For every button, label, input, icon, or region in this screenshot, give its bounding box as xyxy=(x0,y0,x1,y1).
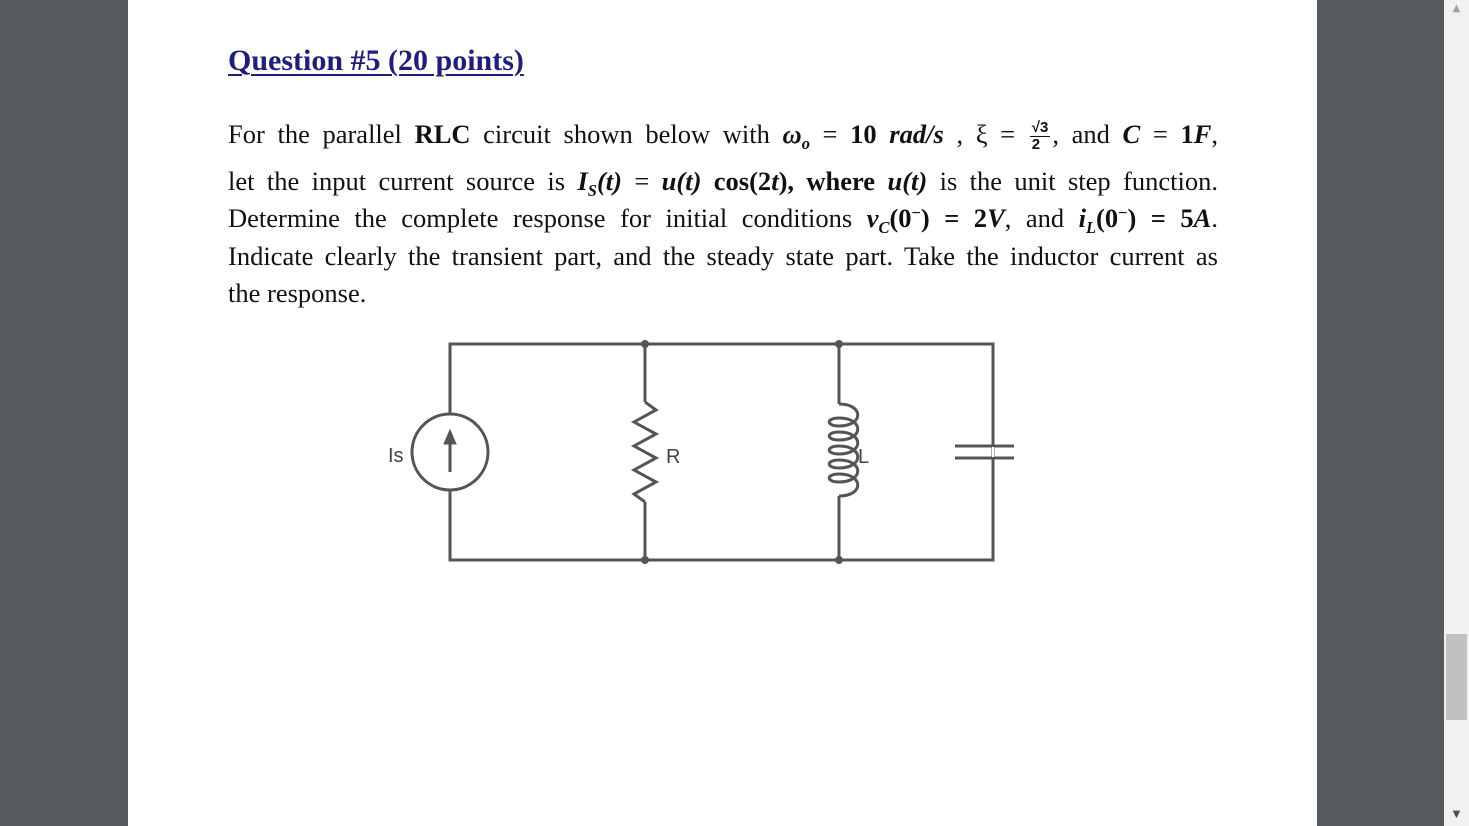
question-heading: Question #5 (20 points) xyxy=(228,44,524,77)
math-i: I xyxy=(577,166,588,196)
text-run: , ξ = xyxy=(943,119,1028,149)
document-page: Question #5 (20 points) For the parallel… xyxy=(128,0,1317,826)
text-run: = xyxy=(621,166,662,196)
problem-line-2: let the input current source is IS(t) = … xyxy=(228,165,1218,200)
math-cos: cos(2 xyxy=(701,166,772,196)
scroll-down-icon[interactable]: ▼ xyxy=(1452,809,1461,820)
inductor-label: L xyxy=(858,446,869,468)
problem-line-5: the response. xyxy=(228,278,367,308)
text-run: , and xyxy=(1052,119,1123,149)
junction-dot xyxy=(835,340,843,348)
math-c: C xyxy=(1122,119,1141,149)
math-value: 10 xyxy=(850,119,890,149)
text-run: , and xyxy=(1004,203,1079,233)
text-run: Determine the complete response for init… xyxy=(228,203,867,233)
math-v-sub: C xyxy=(878,217,890,237)
scroll-up-icon[interactable]: ▲ xyxy=(1452,3,1461,14)
math-t: t xyxy=(771,166,779,196)
math-unit: A xyxy=(1193,203,1212,233)
math-run: u(t) xyxy=(887,166,928,196)
junction-dot xyxy=(641,556,649,564)
resistor-label: R xyxy=(666,446,680,468)
problem-line-3: Determine the complete response for init… xyxy=(228,202,1218,237)
source-arrow-head-icon xyxy=(443,428,457,445)
math-omega-sub: o xyxy=(801,133,810,153)
text-run: circuit shown below with xyxy=(470,119,783,149)
math-run: (t) xyxy=(596,166,622,196)
text-run: = xyxy=(809,119,851,149)
math-unit: F xyxy=(1193,119,1212,149)
math-run: (0 xyxy=(889,203,912,233)
text-run: let the input current source is xyxy=(228,166,578,196)
rlc-circuit-diagram: Is R L C xyxy=(388,340,1014,564)
math-unit: V xyxy=(987,203,1005,233)
fraction-numerator: √3 xyxy=(1029,119,1051,138)
math-unit: rad/s xyxy=(889,119,944,149)
text-run: = xyxy=(1140,119,1181,149)
math-sup: − xyxy=(1118,202,1128,222)
text-run: is the unit step function. xyxy=(927,166,1218,196)
capacitor-gap xyxy=(992,447,994,457)
junction-dot xyxy=(641,340,649,348)
math-run: ), where xyxy=(778,166,888,196)
math-value: 1 xyxy=(1180,119,1194,149)
vertical-scrollbar[interactable]: ▲ ▼ xyxy=(1444,0,1469,826)
problem-line-1: For the parallel RLC circuit shown below… xyxy=(228,118,1218,153)
math-v: v xyxy=(866,203,879,233)
junction-dot xyxy=(835,556,843,564)
problem-line-4: Indicate clearly the transient part, and… xyxy=(228,241,1218,271)
math-run: ) = 2 xyxy=(920,203,988,233)
source-label: Is xyxy=(388,445,404,467)
math-i-l: i xyxy=(1078,203,1087,233)
text-run: . xyxy=(1211,203,1218,233)
math-omega: ω xyxy=(782,119,802,149)
fraction-denominator: 2 xyxy=(1031,136,1041,154)
text-run: , xyxy=(1211,119,1219,149)
math-i-sub: S xyxy=(587,180,597,200)
math-run: u(t) xyxy=(661,166,702,196)
math-run: (0 xyxy=(1096,203,1119,233)
math-i-sub: L xyxy=(1086,217,1097,237)
math-run: ) = 5 xyxy=(1127,203,1194,233)
text-run: For the parallel xyxy=(228,119,415,149)
inductor-symbol xyxy=(827,402,860,498)
text-rlc: RLC xyxy=(414,119,471,149)
math-sup: − xyxy=(911,202,921,222)
scrollbar-thumb[interactable] xyxy=(1446,634,1467,720)
resistor-symbol xyxy=(630,400,660,504)
circuit-rails xyxy=(448,342,995,562)
